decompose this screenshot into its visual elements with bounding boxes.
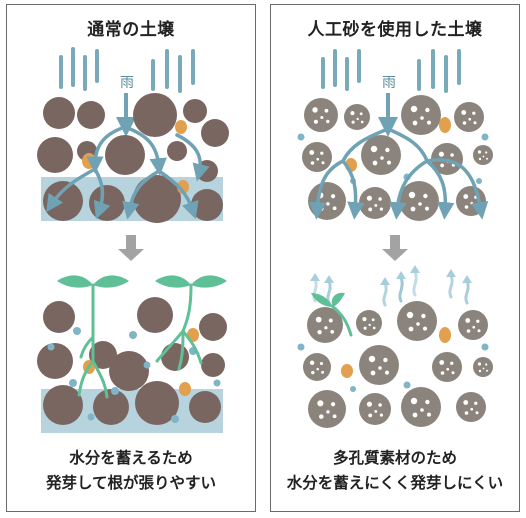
down-arrow xyxy=(118,235,144,261)
rain-label: 雨 xyxy=(120,75,134,91)
rain-streaks xyxy=(321,49,461,93)
panel-title: 人工砂を使用した土壌 xyxy=(307,20,483,40)
organic-matter xyxy=(439,117,451,133)
soil-layer-bottom xyxy=(37,275,227,433)
evaporation-arrows xyxy=(312,269,470,307)
porous-particles xyxy=(303,301,493,428)
sprout-leaves xyxy=(57,275,227,288)
normal-soil-illustration: 雨 xyxy=(37,47,229,433)
panel-title: 通常の土壌 xyxy=(87,20,175,40)
organic-matter xyxy=(439,327,451,343)
down-arrow xyxy=(382,235,408,261)
caption-line-2: 発芽して根が張りやすい xyxy=(45,474,217,492)
artificial-sand-panel: 人工砂を使用した土壌 雨 xyxy=(270,4,520,512)
soil-layer-top xyxy=(37,93,229,223)
porous-layer-top xyxy=(297,95,493,221)
caption-line-1: 水分を蓄えるため xyxy=(69,449,193,467)
panel-caption: 多孔質素材のため 水分を蓄えにくく発芽しにくい xyxy=(271,446,519,496)
flow-arrows xyxy=(46,125,210,220)
water-drops xyxy=(47,327,221,423)
weak-sprout xyxy=(311,292,353,337)
evaporation-heads xyxy=(310,265,472,285)
soil-particles xyxy=(37,297,227,425)
artificial-sand-illustration: 雨 xyxy=(297,49,493,428)
panel-caption: 水分を蓄えるため 発芽して根が張りやすい xyxy=(7,446,255,496)
sprouts xyxy=(77,283,203,399)
caption-line-2: 水分を蓄えにくく発芽しにくい xyxy=(286,474,504,492)
normal-soil-panel: 通常の土壌 雨 xyxy=(6,4,256,512)
organic-matter xyxy=(341,364,353,378)
flow-arrows xyxy=(308,127,489,220)
caption-line-1: 多孔質素材のため xyxy=(332,449,457,467)
organic-matter xyxy=(175,120,187,134)
rain-streaks xyxy=(59,47,195,93)
water-drops xyxy=(297,343,489,392)
organic-matter xyxy=(179,382,191,396)
rain-label: 雨 xyxy=(382,75,396,91)
porous-layer-bottom xyxy=(297,292,493,428)
